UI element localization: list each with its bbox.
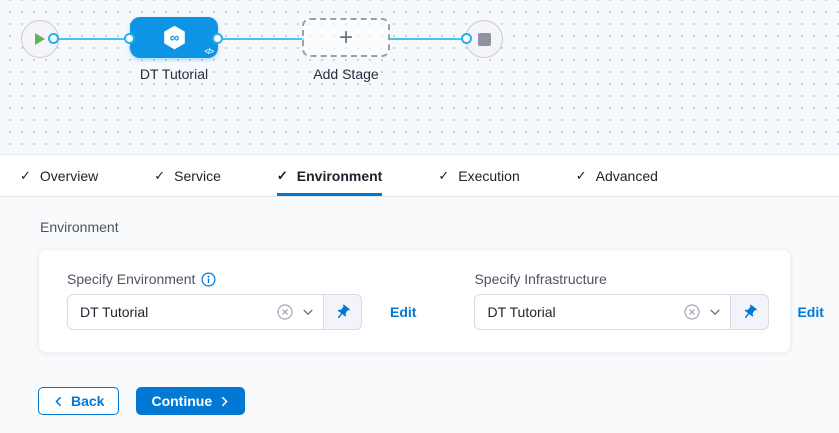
stop-icon <box>477 32 491 46</box>
infrastructure-field-label: Specify Infrastructure <box>474 271 823 287</box>
cd-hexagon-icon: ∞ <box>163 25 185 50</box>
infrastructure-field-group: Specify Infrastructure <box>474 271 824 330</box>
check-icon: ✓ <box>438 167 450 183</box>
section-title: Environment <box>40 219 119 235</box>
environment-field-label: Specify Environment <box>67 271 416 287</box>
connector-line <box>216 38 304 40</box>
environment-edit-link[interactable]: Edit <box>390 304 417 320</box>
continue-button[interactable]: Continue <box>136 387 246 415</box>
tab-label: Overview <box>39 167 99 184</box>
tab-advanced[interactable]: ✓ Advanced <box>576 155 658 196</box>
stage-node-label: DT Tutorial <box>139 66 209 82</box>
check-icon: ✓ <box>20 167 31 183</box>
stage-node-dt-tutorial[interactable]: ∞ </> <box>130 17 218 58</box>
check-icon: ✓ <box>276 167 288 183</box>
add-stage-button[interactable]: + <box>302 18 390 57</box>
tab-environment[interactable]: ✓ Environment <box>276 155 383 196</box>
infrastructure-edit-link[interactable]: Edit <box>797 304 824 320</box>
pipeline-canvas: ∞ </> DT Tutorial + Add Stage <box>0 0 839 155</box>
tab-overview[interactable]: ✓ Overview <box>20 155 98 196</box>
chevron-down-icon[interactable] <box>708 305 722 319</box>
check-icon: ✓ <box>154 167 166 183</box>
continue-button-label: Continue <box>151 393 213 409</box>
environment-input-row: Edit <box>67 294 416 330</box>
tab-label: Execution <box>458 167 520 184</box>
environment-select[interactable] <box>67 294 324 330</box>
pin-icon <box>337 304 350 318</box>
chevron-down-icon[interactable] <box>301 305 315 319</box>
infrastructure-input[interactable] <box>475 304 685 320</box>
infrastructure-select[interactable] <box>474 294 732 330</box>
infrastructure-input-row: Edit <box>474 294 824 330</box>
pin-button[interactable] <box>731 294 770 330</box>
info-icon[interactable] <box>201 272 216 287</box>
connector-dot <box>212 33 223 44</box>
field-label-text: Specify Infrastructure <box>474 271 607 287</box>
tab-label: Service <box>174 167 221 184</box>
connector-dot <box>461 33 472 44</box>
tab-label: Advanced <box>595 167 658 184</box>
connector-dot <box>48 33 59 44</box>
plus-icon: + <box>338 23 353 51</box>
environment-card: Specify Environment <box>38 249 824 353</box>
svg-text:∞: ∞ <box>169 30 179 45</box>
pin-icon <box>745 304 758 318</box>
tab-execution[interactable]: ✓ Execution <box>438 155 519 196</box>
pin-button[interactable] <box>324 294 362 330</box>
environment-field-group: Specify Environment <box>67 271 416 330</box>
back-button-label: Back <box>71 393 105 409</box>
code-icon: </> <box>204 47 214 56</box>
chevron-right-icon <box>222 396 228 406</box>
stage-config-tabs: ✓ Overview ✓ Service ✓ Environment ✓ Exe… <box>0 155 839 197</box>
environment-input[interactable] <box>68 304 277 320</box>
tab-label: Environment <box>296 167 383 184</box>
footer-buttons: Back Continue <box>38 387 839 415</box>
environment-panel: Environment Specify Environment <box>0 197 839 415</box>
chevron-left-icon <box>55 396 61 406</box>
connector-line <box>53 38 132 40</box>
clear-circle-icon[interactable] <box>277 304 293 320</box>
connector-line <box>388 38 467 40</box>
check-icon: ✓ <box>575 167 587 183</box>
play-icon <box>35 33 45 45</box>
field-label-text: Specify Environment <box>67 271 196 287</box>
clear-circle-icon[interactable] <box>684 304 701 320</box>
back-button[interactable]: Back <box>38 387 120 415</box>
tab-service[interactable]: ✓ Service <box>154 155 221 196</box>
connector-dot <box>124 33 135 44</box>
add-stage-label: Add Stage <box>313 66 379 82</box>
